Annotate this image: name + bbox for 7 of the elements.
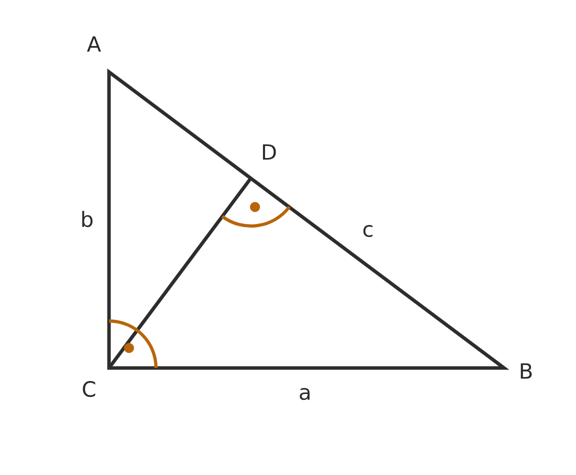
vertex-label: C [82,381,96,397]
side-label: a [300,388,310,400]
side-label: c [363,224,372,238]
side-label: b [82,210,93,228]
vertex-label: A [86,36,102,52]
vertex-label: B [520,363,532,379]
vertex-label: D [262,144,276,160]
